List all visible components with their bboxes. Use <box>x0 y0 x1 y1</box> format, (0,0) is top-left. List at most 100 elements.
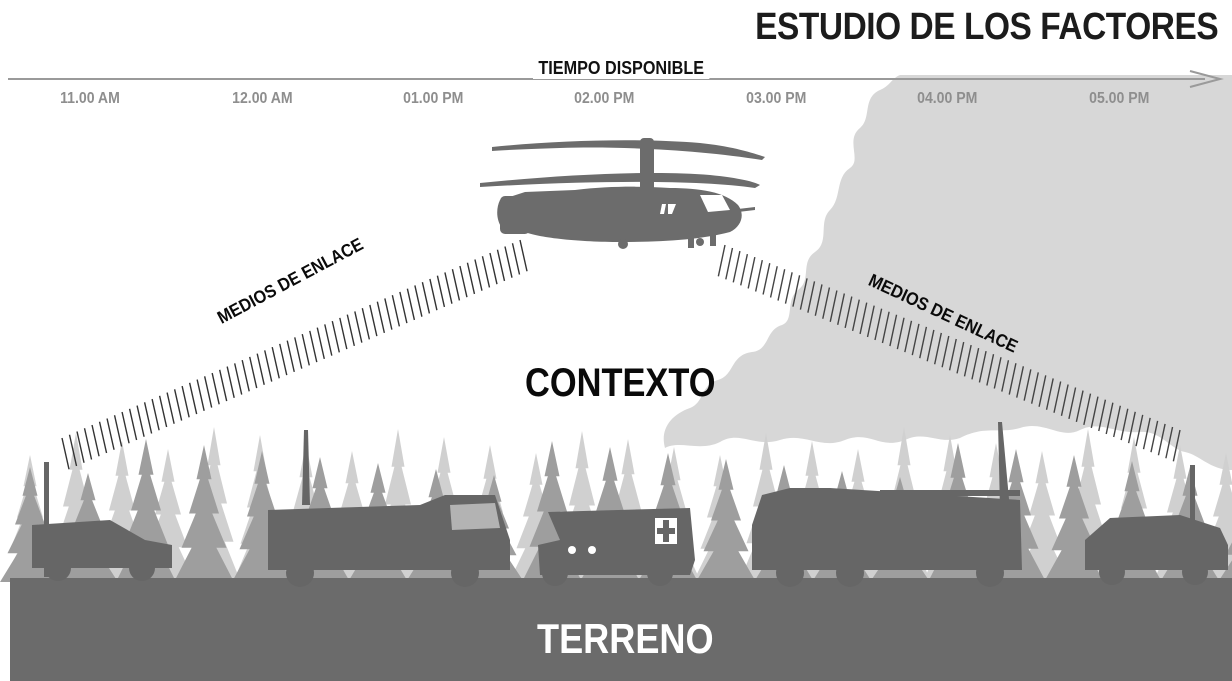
signal-line <box>421 282 431 314</box>
time-tick: 04.00 PM <box>917 90 978 107</box>
signal-line <box>286 340 295 372</box>
pickup-icon <box>1085 465 1228 585</box>
signal-line <box>481 256 491 288</box>
context-label: CONTEXTO <box>525 361 716 405</box>
tree-icon <box>1218 542 1232 582</box>
signal-line <box>993 357 1002 389</box>
signal-line <box>919 326 928 359</box>
signal-line <box>1001 360 1010 392</box>
signal-line <box>256 353 265 385</box>
signal-line <box>874 308 883 341</box>
signal-line <box>933 332 942 365</box>
signal-line <box>354 311 363 343</box>
signal-line <box>769 266 778 298</box>
signal-line <box>740 253 749 286</box>
signal-line <box>226 366 235 398</box>
time-tick: 01.00 PM <box>403 90 464 107</box>
signal-line <box>717 244 726 277</box>
signal-line <box>68 434 78 467</box>
signal-line <box>519 239 528 272</box>
signal-line <box>866 305 875 338</box>
signal-line <box>1090 396 1099 429</box>
signal-line <box>859 302 868 335</box>
signal-line <box>511 243 521 275</box>
signal-line <box>807 281 816 313</box>
signal-line <box>1172 429 1181 462</box>
signal-line <box>196 379 205 411</box>
signal-line <box>1165 426 1174 459</box>
signal-line <box>98 421 108 454</box>
signal-line <box>429 278 438 311</box>
command-truck-icon <box>268 430 510 587</box>
terrain-band <box>10 578 1232 681</box>
signal-line <box>777 269 786 301</box>
signal-line <box>941 335 950 368</box>
signal-line <box>158 395 168 428</box>
signal-line <box>444 272 453 304</box>
signal-line <box>956 341 965 374</box>
signal-line <box>1135 414 1144 447</box>
signal-line <box>249 356 258 389</box>
signal-line <box>1083 393 1092 426</box>
signal-line <box>113 415 123 447</box>
signal-line <box>316 327 325 360</box>
jeep-icon <box>32 462 172 581</box>
fire-truck-icon <box>752 422 1022 587</box>
terrain-label: TERRENO <box>537 615 714 662</box>
signal-line <box>451 269 461 301</box>
time-tick: 02.00 PM <box>574 90 635 107</box>
signal-line <box>963 344 972 377</box>
signal-line <box>1120 408 1129 441</box>
signal-line <box>822 287 831 319</box>
signal-line <box>1016 366 1025 398</box>
signal-line <box>1060 384 1069 416</box>
signal-line <box>904 320 913 353</box>
time-tick: 12.00 AM <box>232 90 293 107</box>
signal-line <box>128 408 138 441</box>
signal-line <box>151 398 160 431</box>
signal-line <box>91 424 100 457</box>
smoke-icon <box>663 75 1232 470</box>
signal-line <box>466 262 476 295</box>
signal-line <box>83 428 93 460</box>
signal-line <box>1112 405 1122 438</box>
signal-line <box>188 382 198 415</box>
signal-line <box>896 317 905 350</box>
time-tick: 11.00 AM <box>60 90 120 107</box>
page-title: ESTUDIO DE LOS FACTORES <box>754 6 1218 48</box>
signal-line <box>331 320 340 353</box>
timeline-arrowhead <box>1189 70 1224 88</box>
signal-line <box>121 411 130 444</box>
signal-line <box>414 285 423 317</box>
time-tick: 05.00 PM <box>1089 90 1150 107</box>
signal-line <box>339 317 348 350</box>
signal-line <box>346 314 356 347</box>
signal-line <box>851 299 860 332</box>
signal-line <box>747 256 756 289</box>
signal-line <box>376 301 386 334</box>
signal-line <box>301 333 310 366</box>
ambulance-icon <box>538 508 695 586</box>
signal-line <box>406 288 416 321</box>
signal-line <box>241 359 250 392</box>
signal-line <box>978 351 987 383</box>
signal-line <box>76 431 85 463</box>
signal-line <box>1045 378 1054 410</box>
signal-line <box>1098 399 1107 432</box>
signal-line <box>762 263 771 295</box>
signal-line <box>1053 381 1062 413</box>
signal-line <box>211 372 220 405</box>
signal-line <box>61 437 70 470</box>
tree-icon <box>174 445 234 582</box>
signal-line <box>948 338 957 371</box>
signal-line <box>732 250 741 283</box>
signal-line <box>436 275 446 308</box>
link-signal-left <box>61 239 528 470</box>
tree-icon <box>696 459 756 582</box>
signal-line <box>792 275 801 307</box>
signal-line <box>218 369 228 402</box>
signal-line <box>799 278 808 310</box>
signal-line <box>889 314 898 347</box>
signal-line <box>496 249 506 282</box>
signal-line <box>1030 372 1039 404</box>
